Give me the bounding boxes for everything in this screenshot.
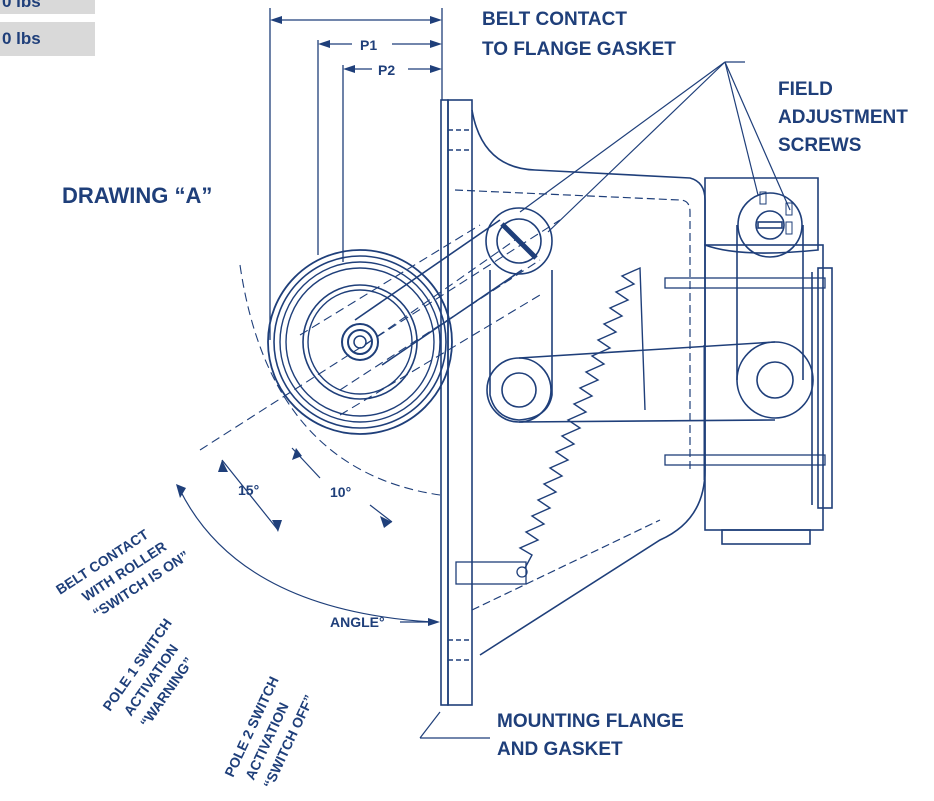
lever-arm [485, 207, 776, 480]
field-adjust-label: FIELD ADJUSTMENT SCREWS [778, 79, 913, 156]
mounting-flange-label: MOUNTING FLANGE AND GASKET [497, 711, 689, 760]
adjust-screw-marks [759, 191, 793, 235]
dimension-arrows [270, 16, 442, 73]
spring [518, 266, 646, 569]
angle-label: ANGLE° [330, 614, 385, 630]
roller [267, 249, 453, 435]
pole2-label: POLE 2 SWITCH ACTIVATION “SWITCH OFF” [221, 670, 319, 796]
roller-arm [354, 219, 523, 366]
spring-mount [455, 561, 528, 585]
belt-flange-label: BELT CONTACT TO FLANGE GASKET [482, 9, 676, 60]
angle-ticks [221, 447, 393, 531]
weight-value-2: 0 lbs [2, 29, 41, 48]
pole1-label: POLE 1 SWITCH ACTIVATION “WARNING” [99, 612, 210, 737]
p1-label: P1 [360, 37, 377, 53]
leader-arrows [176, 448, 440, 626]
bolts [664, 277, 826, 466]
angle-10-label: 10° [330, 484, 351, 500]
mounting-flange [440, 99, 473, 706]
p2-label: P2 [378, 62, 395, 78]
table-cell-bottom: 0 lbs [0, 22, 95, 56]
switch-box [704, 177, 833, 545]
drawing-title: DRAWING “A” [62, 183, 212, 208]
weight-value-1: 0 lbs [2, 0, 41, 11]
table-cell-top: 0 lbs [0, 0, 95, 14]
angle-15-label: 15° [238, 482, 259, 498]
bracket [454, 109, 706, 656]
belt-roller-label: BELT CONTACT WITH ROLLER “SWITCH IS ON” [53, 514, 192, 631]
leader-lines [179, 61, 791, 739]
arm-positions [199, 219, 561, 496]
